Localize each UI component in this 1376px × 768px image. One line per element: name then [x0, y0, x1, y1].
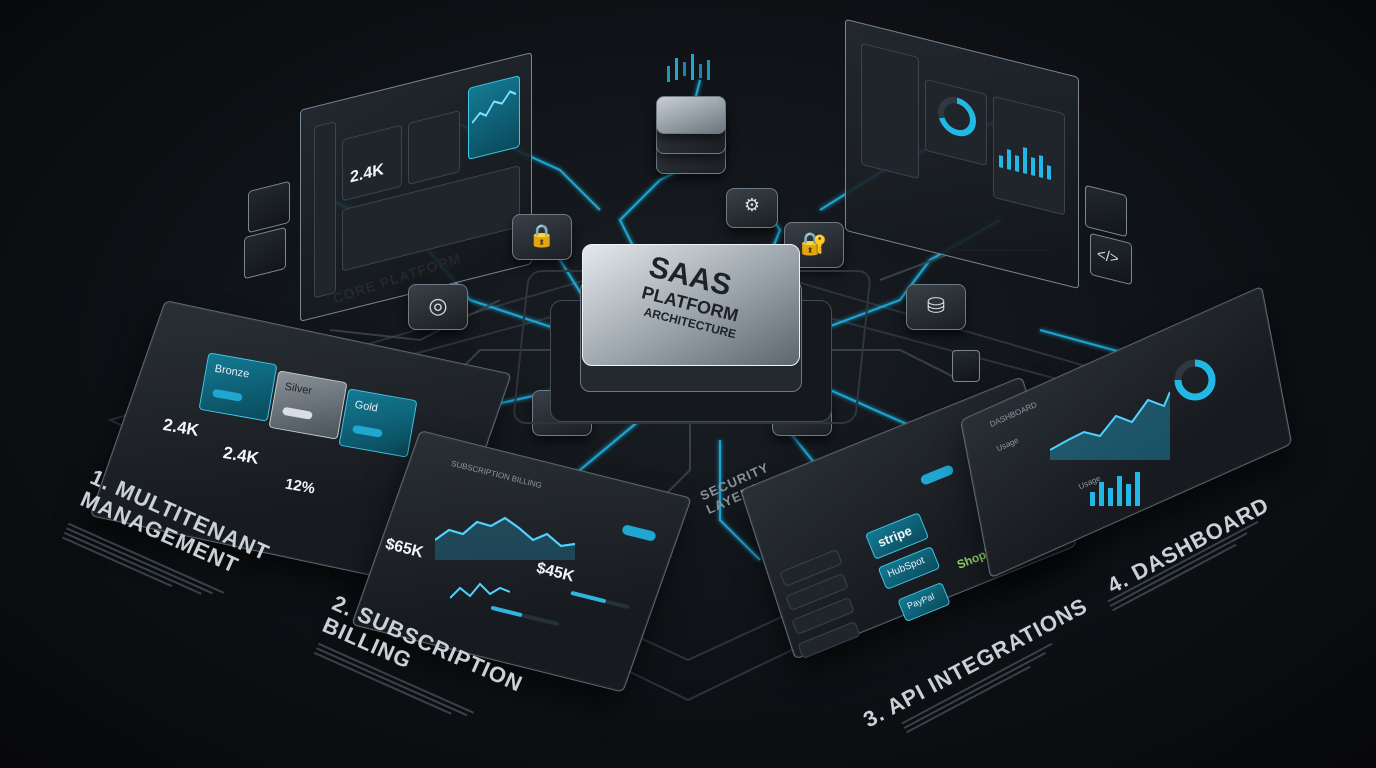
billing-panel: SUBSCRIPTION BILLING $65K $45K — [340, 430, 692, 693]
tier-silver-label: Silver — [283, 380, 313, 398]
coins-node: ◎ — [408, 284, 468, 330]
mini-wave — [450, 582, 510, 599]
toggle-icon: ⚙ — [743, 195, 761, 215]
coins-icon: ◎ — [428, 293, 448, 318]
server-stack-icon — [652, 90, 728, 180]
padlock-icon: 🔐 — [800, 231, 828, 256]
core-platform-screen: 2.4K — [300, 10, 540, 330]
dashboard-panel: DASHBOARD Usage Usage — [960, 285, 1300, 579]
lock-icon: 🔒 — [528, 223, 556, 248]
trend-sparkline — [472, 90, 516, 124]
tier-card-bronze[interactable]: Bronze — [198, 352, 278, 422]
ring-gauge — [938, 97, 976, 137]
brand-stripe: stripe — [875, 522, 914, 550]
usage-ring — [1174, 359, 1216, 401]
bar-sparkline — [999, 147, 1051, 181]
usage-area-chart — [1050, 391, 1170, 460]
tier-gold-label: Gold — [353, 398, 379, 415]
tier-bronze-label: Bronze — [213, 362, 251, 381]
database-node: ⛁ — [906, 284, 966, 330]
brand-paypal: PayPal — [905, 591, 936, 612]
revenue-chart — [435, 516, 575, 560]
monitoring-screen — [845, 18, 1080, 348]
terminal-mini-screen — [952, 350, 980, 382]
tier-card-silver[interactable]: Silver — [268, 370, 348, 440]
code-icon: </> — [1097, 245, 1119, 268]
database-icon: ⛁ — [926, 293, 946, 318]
core-chip: SAAS PLATFORM ARCHITECTURE — [511, 230, 873, 430]
data-stream — [667, 54, 710, 82]
toggle-node: ⚙ — [726, 188, 778, 228]
usage-bar-chart — [1090, 472, 1140, 506]
lock-node: 🔒 — [512, 214, 572, 260]
